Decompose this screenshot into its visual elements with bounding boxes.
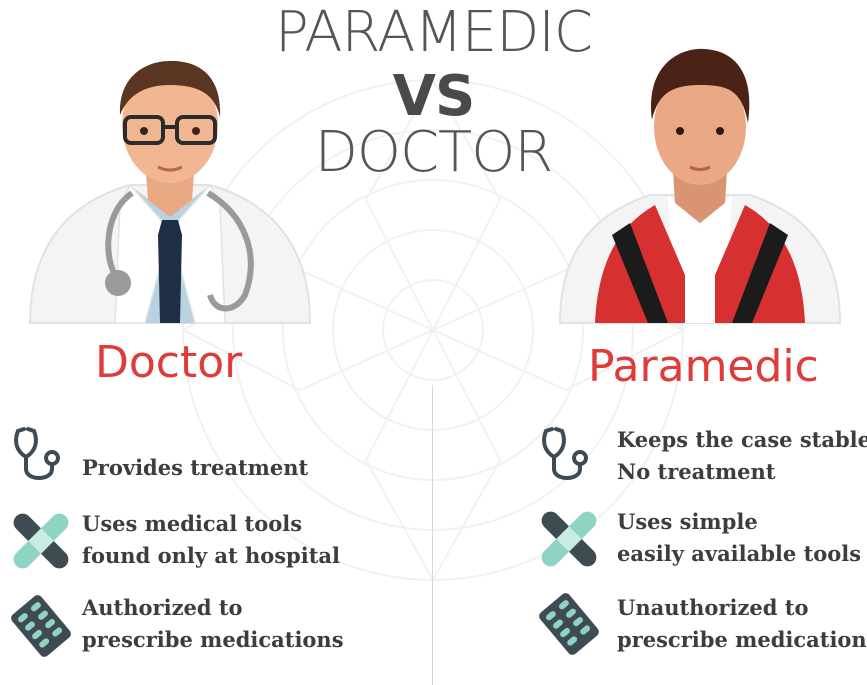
stethoscope-icon — [542, 427, 588, 480]
bandage-icon — [13, 513, 69, 569]
paramedic-label: Paramedic — [588, 341, 819, 392]
center-divider — [432, 385, 433, 685]
paramedic-feature-2: Uses simple easily available tools — [617, 509, 862, 566]
doctor-feature-1: Provides treatment — [82, 455, 309, 480]
title-doctor: DOCTOR — [314, 120, 554, 185]
doctor-label: Doctor — [95, 337, 243, 388]
pill-pack-icon — [539, 593, 599, 655]
doctor-feature-2: Uses medical tools found only at hospita… — [82, 511, 340, 568]
pill-pack-icon — [11, 595, 71, 657]
doctor-illustration — [28, 60, 312, 324]
bandage-icon — [541, 511, 597, 567]
doctor-feature-3: Authorized to prescribe medications — [82, 595, 344, 652]
paramedic-illustration — [558, 48, 842, 324]
title-paramedic: PARAMEDIC — [275, 0, 593, 65]
paramedic-feature-1: Keeps the case stable No treatment — [617, 427, 867, 484]
paramedic-feature-3: Unauthorized to prescribe medications — [617, 595, 867, 652]
title-vs: VS — [392, 64, 476, 129]
stethoscope-icon — [14, 427, 60, 480]
